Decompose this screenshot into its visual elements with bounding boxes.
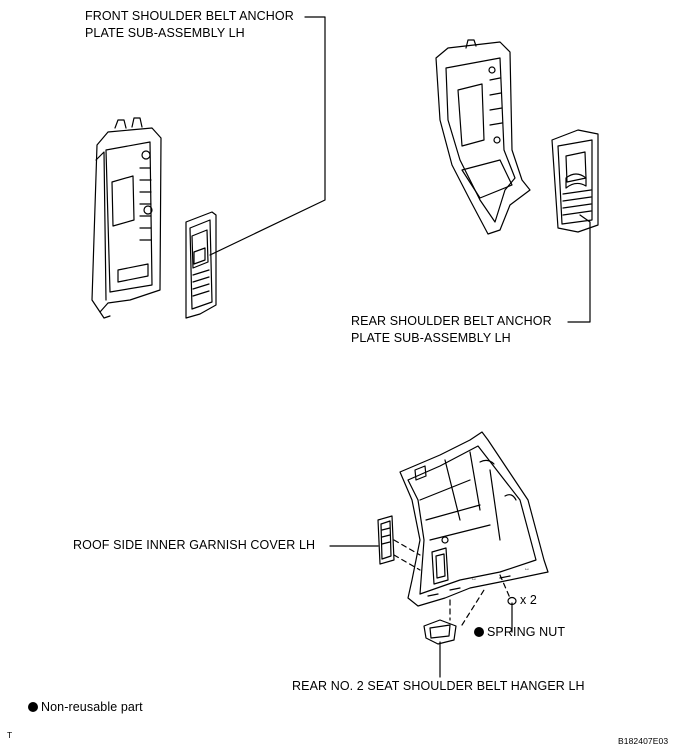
roof-side-cover-label: ROOF SIDE INNER GARNISH COVER LH xyxy=(73,538,316,552)
quantity-label: x 2 xyxy=(520,593,537,607)
front-anchor-plate xyxy=(185,211,217,319)
spring-nut-label: SPRING NUT xyxy=(474,624,565,641)
legend-marker-icon xyxy=(28,702,38,712)
roof-side-cover xyxy=(377,515,395,565)
rear-anchor-label-1: REAR SHOULDER BELT ANCHOR xyxy=(351,314,552,328)
front-anchor-label-1: FRONT SHOULDER BELT ANCHOR xyxy=(85,9,294,23)
spring-nut-text: SPRING NUT xyxy=(487,625,566,639)
assembly-lines xyxy=(393,539,511,626)
non-reusable-marker-icon xyxy=(474,627,484,637)
figure-code: B182407E03 xyxy=(618,736,669,746)
rear-anchor-plate xyxy=(551,129,599,233)
rear-anchor-label-2: PLATE SUB-ASSEMBLY LH xyxy=(351,331,511,345)
corner-letter: T xyxy=(7,730,13,740)
legend-text: Non-reusable part xyxy=(41,700,143,714)
panel-mark: ↔ xyxy=(471,576,477,582)
front-anchor-label-2: PLATE SUB-ASSEMBLY LH xyxy=(85,26,245,40)
rear-pillar-garnish xyxy=(435,39,531,235)
legend: Non-reusable part xyxy=(28,699,143,716)
leader-lines xyxy=(209,16,591,678)
spring-nut xyxy=(507,596,517,606)
front-pillar-garnish xyxy=(91,117,162,319)
hanger-label: REAR NO. 2 SEAT SHOULDER BELT HANGER LH xyxy=(292,679,585,693)
belt-hanger xyxy=(423,619,457,645)
leader-rear-anchor xyxy=(567,214,591,323)
roof-side-panel xyxy=(399,431,549,607)
panel-mark: ↔ xyxy=(524,566,530,572)
leader-front-anchor xyxy=(209,16,326,256)
